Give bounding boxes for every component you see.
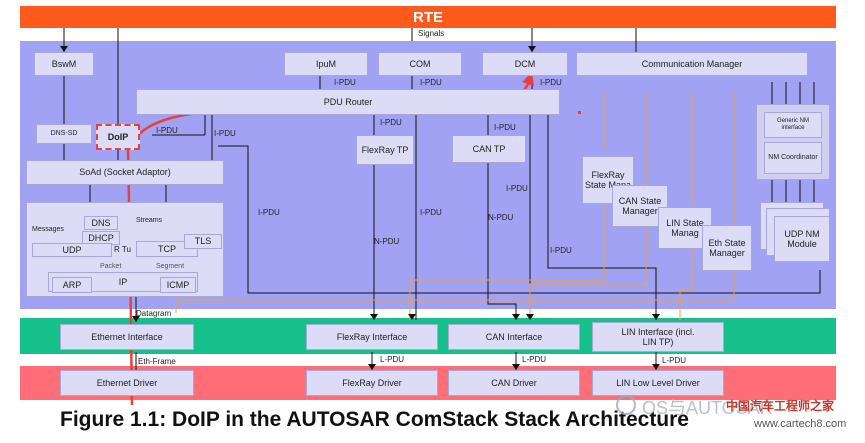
lpdu-label-fr: L-PDU (380, 355, 405, 364)
fr-driver-label: FlexRay Driver (342, 377, 402, 388)
can-sm-label: CAN State Manager (618, 195, 662, 216)
segment-label: Segment (156, 263, 185, 270)
messages-label: Messages (32, 226, 64, 233)
ip-label: IP (118, 276, 128, 287)
doip-label: DoIP (107, 131, 129, 142)
udp-label: UDP (62, 244, 82, 255)
signals-label: Signals (418, 29, 445, 38)
soad-box: SoAd (Socket Adaptor) (26, 160, 224, 185)
lpdu-label-lin: L-PDU (662, 356, 687, 365)
generic-nm-label: Generic NM interface (776, 118, 809, 131)
lpdu-label-can: L-PDU (522, 355, 547, 364)
com-box: COM (378, 52, 462, 76)
rte-bar: RTE (20, 6, 836, 28)
ipdu-label-cantp: I-PDU (494, 123, 516, 132)
eth-sm-box: Eth State Manager (702, 225, 752, 271)
pdu-router-label: PDU Router (323, 96, 373, 107)
icmp-box: ICMP (160, 277, 196, 293)
dns-sd-label: DNS-SD (50, 129, 78, 137)
npdu-label-can: N-PDU (488, 213, 514, 222)
eth-interface-label: Ethernet Interface (91, 331, 163, 342)
udp-nm-box: UDP NM Module (774, 216, 830, 262)
rte-label: RTE (413, 8, 443, 26)
tls-box: TLS (184, 234, 222, 249)
lin-interface-label: LIN Interface (incl. LIN TP) (621, 326, 695, 347)
lin-interface-box: LIN Interface (incl. LIN TP) (592, 322, 724, 352)
site-text: www.cartech8.com (754, 418, 847, 430)
udp-box: UDP (32, 243, 112, 257)
ipdu-label-dcm: I-PDU (540, 78, 562, 87)
ipdu-label-com: I-PDU (334, 78, 356, 87)
fr-driver-box: FlexRay Driver (306, 370, 438, 396)
tu-label: R Tu (114, 245, 131, 254)
ipdu-label-router-com: I-PDU (420, 78, 442, 87)
dcm-label: DCM (514, 58, 536, 69)
dhcp-label: DHCP (88, 232, 114, 243)
fr-sm-box: FlexRay State Mana (582, 156, 634, 204)
eth-driver-box: Ethernet Driver (60, 370, 194, 396)
ipdu-label-lin: I-PDU (550, 246, 572, 255)
fr-interface-box: FlexRay Interface (306, 324, 438, 350)
nm-coord-box: NM Coordinator (764, 142, 822, 174)
icmp-label: ICMP (166, 279, 190, 290)
can-tp-label: CAN TP (472, 143, 506, 154)
logo-text: 中国汽车工程师之家 (726, 399, 835, 413)
tcp-box: TCP (136, 241, 198, 257)
eth-frame-label: Eth-Frame (138, 357, 176, 366)
can-driver-label: CAN Driver (491, 377, 537, 388)
tcp-label: TCP (158, 243, 176, 254)
pdu-router-box: PDU Router (136, 89, 560, 115)
dcm-box: DCM (482, 52, 568, 76)
can-driver-box: CAN Driver (448, 370, 580, 396)
can-interface-box: CAN Interface (448, 324, 580, 350)
datagram-label: Datagram (136, 309, 172, 318)
figure-caption: Figure 1.1: DoIP in the AUTOSAR ComStack… (60, 408, 689, 431)
can-interface-label: CAN Interface (485, 331, 543, 342)
ipdu-label-frtp: I-PDU (380, 118, 402, 127)
flexray-tp-box: FlexRay TP (356, 135, 414, 165)
soad-label: SoAd (Socket Adaptor) (79, 167, 171, 178)
streams-label: Streams (136, 217, 163, 224)
flexray-tp-label: FlexRay TP (361, 144, 409, 155)
npdu-label-fr: N-PDU (374, 237, 400, 246)
generic-nm-box: Generic NM interface (764, 112, 822, 138)
com-label: COM (409, 58, 431, 69)
doip-box: DoIP (96, 124, 140, 150)
packet-label: Packet (100, 263, 122, 270)
tls-label: TLS (194, 236, 212, 247)
comm-label: Communication Manager (641, 58, 743, 69)
lin-driver-box: LIN Low Level Driver (592, 370, 724, 396)
ipdu-label-doip: I-PDU (156, 126, 178, 135)
ipum-box: IpuM (284, 52, 368, 76)
can-tp-box: CAN TP (452, 135, 526, 163)
lin-sm-label: LIN State Manag (666, 217, 704, 238)
nm-coord-label: NM Coordinator (768, 153, 818, 161)
ipdu-label-fr: I-PDU (420, 208, 442, 217)
ipdu-label-can: I-PDU (506, 184, 528, 193)
eth-interface-box: Ethernet Interface (60, 324, 194, 350)
dns-label: DNS (91, 217, 111, 228)
fr-interface-label: FlexRay Interface (336, 331, 408, 342)
bswm-label: BswM (51, 58, 77, 69)
bswm-box: BswM (34, 52, 94, 76)
watermark-icon (616, 395, 636, 415)
udp-nm-label: UDP NM Module (784, 228, 820, 249)
dns-box: DNS (84, 216, 118, 230)
eth-sm-label: Eth State Manager (708, 237, 746, 258)
ipdu-label-soad: I-PDU (214, 129, 236, 138)
arp-box: ARP (52, 277, 92, 293)
fr-sm-label: FlexRay State Mana (584, 169, 632, 190)
lin-driver-label: LIN Low Level Driver (616, 377, 700, 388)
comm-box: Communication Manager (576, 52, 808, 76)
ipum-label: IpuM (315, 58, 336, 69)
watermark-text: OS与AUTOSAR (642, 398, 773, 418)
arp-label: ARP (62, 279, 82, 290)
ipdu-label-eth: I-PDU (258, 208, 280, 217)
dns-sd-box: DNS-SD (36, 124, 92, 144)
eth-driver-label: Ethernet Driver (96, 377, 158, 388)
